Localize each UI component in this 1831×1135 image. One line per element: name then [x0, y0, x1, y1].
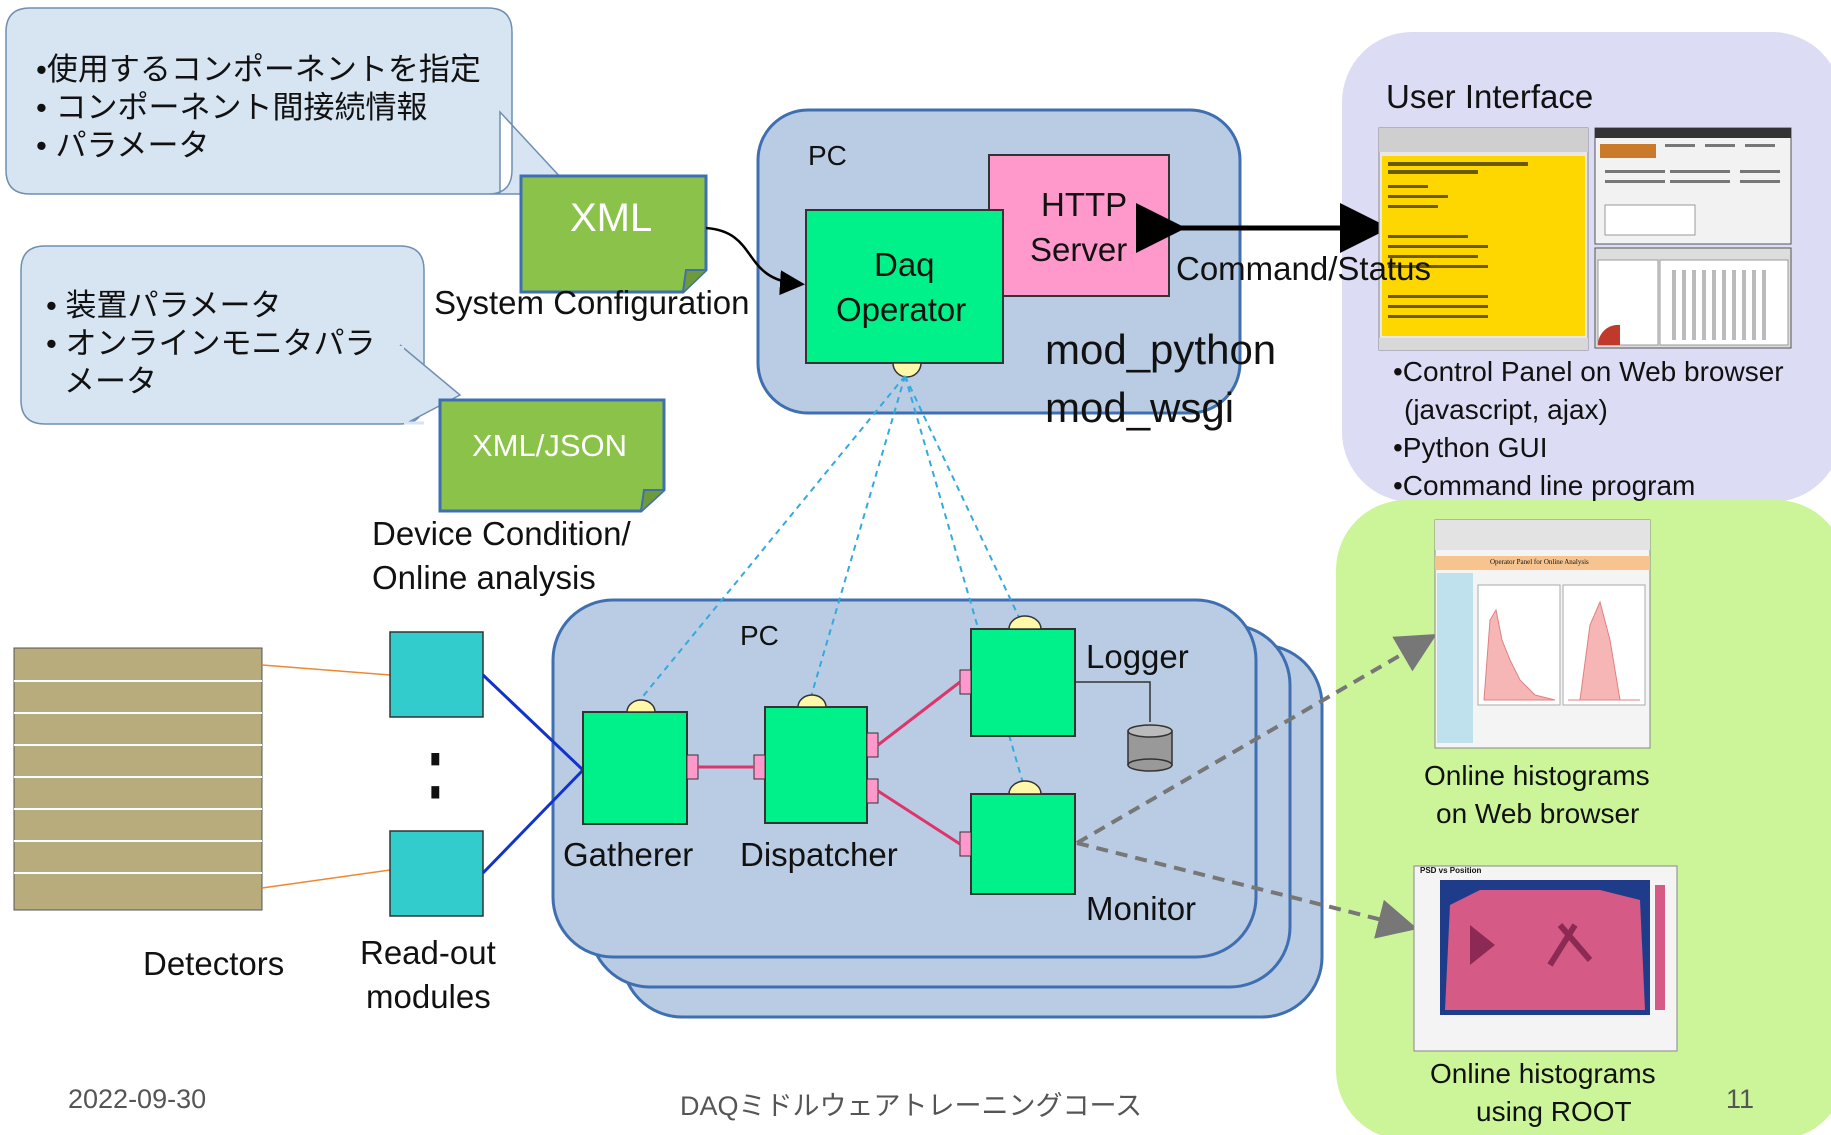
callout-mid-line-3: メータ — [64, 364, 157, 399]
xml-label: XML — [570, 196, 653, 240]
logger-label: Logger — [1086, 638, 1189, 675]
monitor-label: Monitor — [1086, 890, 1197, 927]
http-server-label-1: HTTP — [1041, 186, 1128, 223]
user-interface-title: User Interface — [1386, 78, 1594, 115]
callout-top-line-3: • パラメータ — [36, 128, 210, 163]
mod-wsgi-label: mod_wsgi — [1045, 384, 1235, 431]
ui-bullet-1: •Control Panel on Web browser — [1393, 356, 1784, 387]
readout-caption-1: Read-out — [360, 934, 496, 971]
online-root-caption-1: Online histograms — [1430, 1058, 1656, 1089]
http-server-label-2: Server — [1030, 231, 1128, 268]
web-panel-title: Operator Panel for Online Analysis — [1490, 558, 1589, 566]
gatherer-box — [582, 711, 688, 825]
dispatcher-label: Dispatcher — [740, 836, 898, 873]
root-panel-title: PSD vs Position — [1420, 866, 1482, 875]
callout-mid-shape — [20, 245, 425, 425]
device-condition-caption-2: Online analysis — [372, 559, 596, 596]
readout-module-top — [389, 631, 484, 718]
system-configuration-caption: System Configuration — [434, 284, 750, 321]
operation-panel-screenshot — [1378, 127, 1589, 351]
online-root-caption-2: using ROOT — [1476, 1096, 1632, 1127]
pc-bottom-label: PC — [740, 620, 779, 651]
callout-mid-line-1: • 装置パラメータ — [46, 288, 282, 323]
readout-ellipsis: : — [426, 716, 445, 818]
xmljson-label: XML/JSON — [472, 428, 628, 463]
callout-top-line-2: • コンポーネント間接続情報 — [36, 90, 428, 125]
root-histogram-screenshot — [1413, 865, 1678, 1052]
footer-title: DAQミドルウェアトレーニングコース — [680, 1091, 1143, 1121]
detectors-caption: Detectors — [143, 945, 285, 982]
mod-python-label: mod_python — [1045, 326, 1277, 373]
readout-caption-2: modules — [366, 978, 491, 1015]
daq-operator-label-1: Daq — [874, 246, 935, 283]
online-web-caption-2: on Web browser — [1436, 798, 1640, 829]
disk-icon — [1127, 724, 1173, 772]
ui-bullet-2: (javascript, ajax) — [1404, 394, 1608, 425]
dispatcher-box — [764, 706, 868, 824]
python-gui-screenshot — [1594, 127, 1792, 349]
daq-operator-box — [805, 209, 1004, 364]
footer-date: 2022-09-30 — [68, 1084, 207, 1114]
online-web-caption-1: Online histograms — [1424, 760, 1650, 791]
http-server-box — [988, 154, 1170, 297]
ui-bullet-4: •Command line program — [1393, 470, 1696, 501]
pc-top-label: PC — [808, 140, 847, 171]
device-condition-caption-1: Device Condition/ — [372, 515, 631, 552]
daq-operator-label-2: Operator — [836, 291, 967, 328]
monitor-box — [970, 793, 1076, 895]
online-web-screenshot — [1434, 519, 1651, 749]
logger-box — [970, 628, 1076, 737]
detector-stack — [13, 647, 263, 911]
pc-bottom-box — [551, 598, 1258, 959]
footer-page-number: 11 — [1726, 1084, 1755, 1114]
command-status-label: Command/Status — [1176, 250, 1431, 287]
callout-mid-line-2: • オンラインモニタパラ — [46, 326, 376, 361]
callout-top-line-1: •使用するコンポーネントを指定 — [36, 52, 481, 87]
gatherer-label: Gatherer — [563, 836, 694, 873]
readout-module-bottom — [389, 830, 484, 917]
ui-bullet-3: •Python GUI — [1393, 432, 1548, 463]
